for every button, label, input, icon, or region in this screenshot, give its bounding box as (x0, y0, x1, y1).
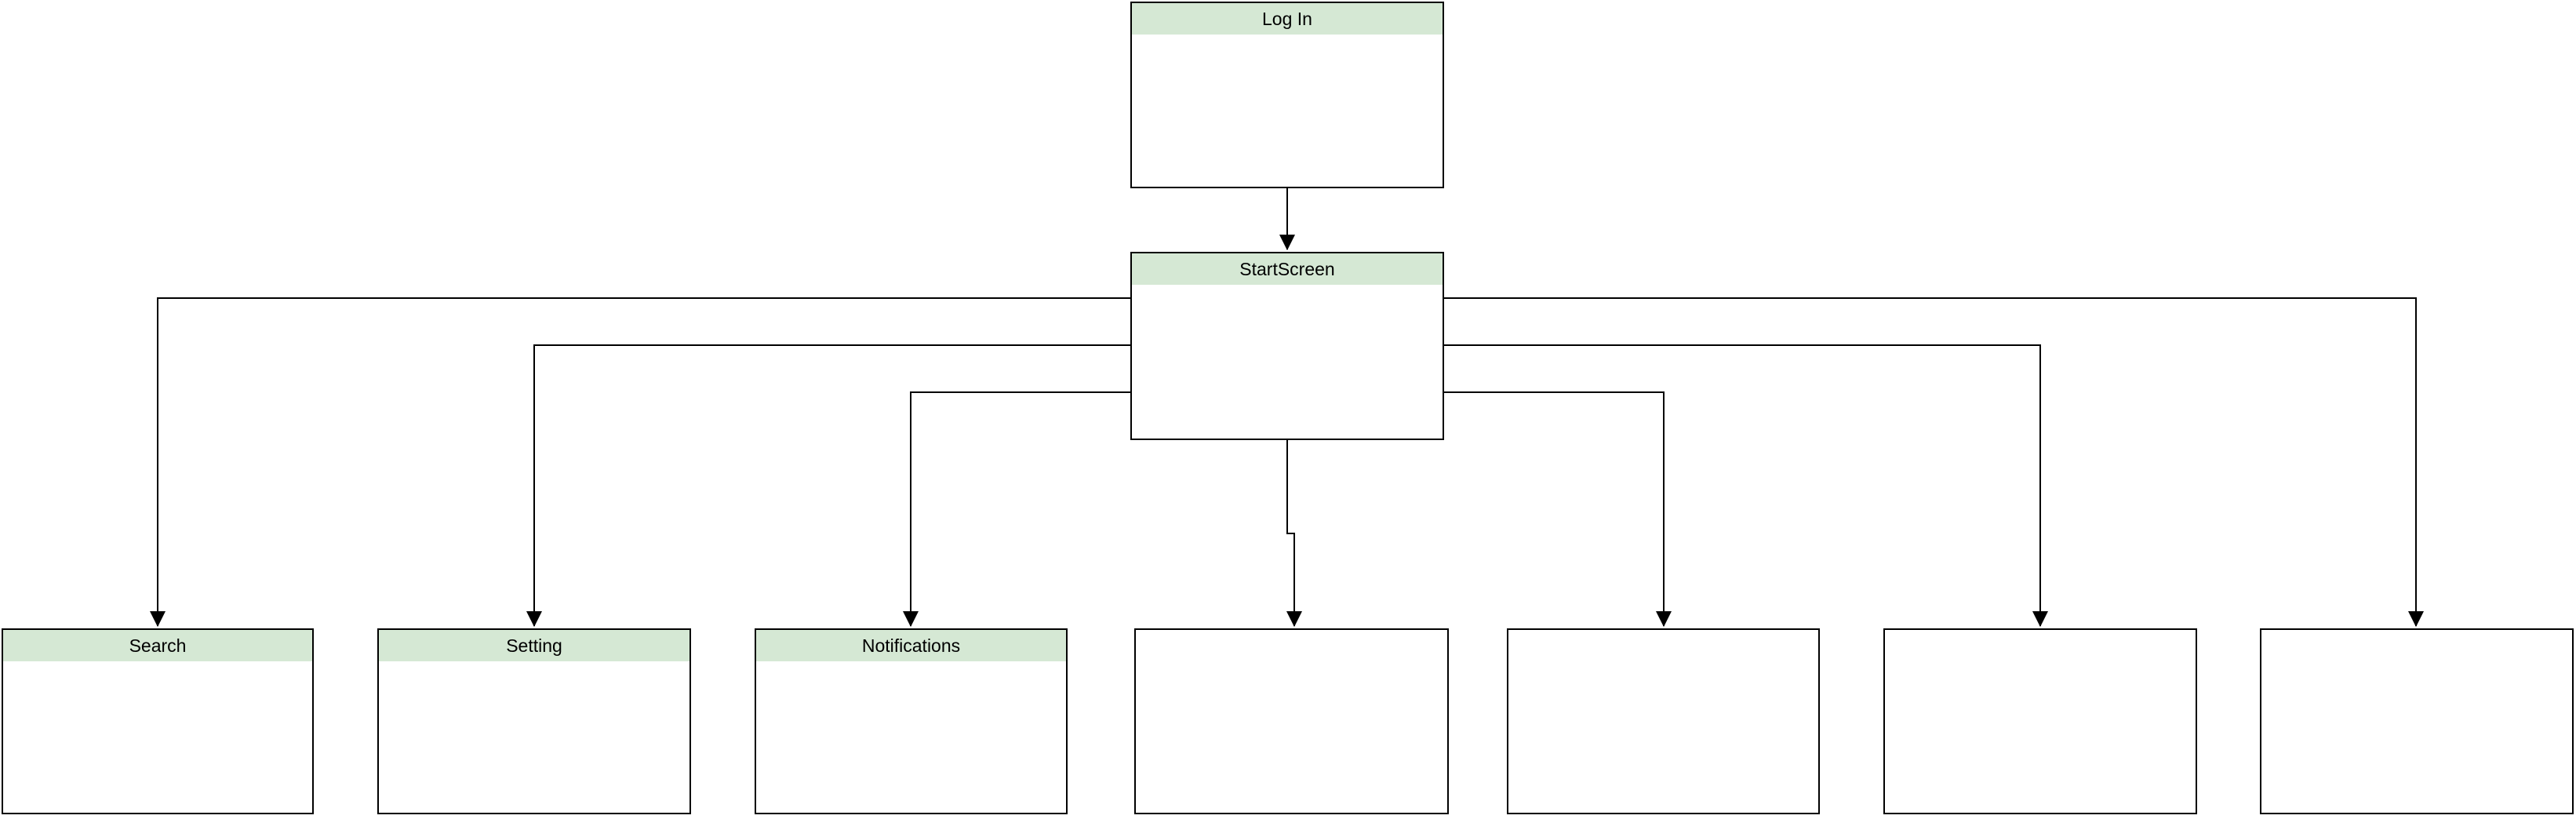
node-search-label: Search (129, 635, 187, 656)
node-screen-4[interactable] (1134, 628, 1449, 814)
node-search-header: Search (3, 630, 312, 661)
edge-start-screen-to-notifications (903, 391, 1130, 628)
node-login[interactable]: Log In (1130, 2, 1444, 188)
node-notifications-header: Notifications (756, 630, 1066, 661)
edge-start-screen-to-screen-5 (1444, 391, 1672, 628)
edge-start-screen-to-search (150, 297, 1130, 628)
node-screen-7[interactable] (2260, 628, 2574, 814)
node-search[interactable]: Search (2, 628, 314, 814)
node-start-screen[interactable]: StartScreen (1130, 252, 1444, 440)
edge-start-screen-to-screen-4 (1286, 440, 1302, 628)
node-screen-5[interactable] (1507, 628, 1820, 814)
node-login-header: Log In (1132, 3, 1443, 35)
edge-start-screen-to-screen-6 (1444, 344, 2048, 628)
node-notifications[interactable]: Notifications (755, 628, 1068, 814)
edge-start-screen-to-setting (526, 344, 1130, 628)
node-setting-label: Setting (506, 635, 562, 656)
node-screen-6[interactable] (1883, 628, 2197, 814)
node-notifications-label: Notifications (861, 635, 961, 656)
edge-start-screen-to-screen-7 (1444, 297, 2424, 628)
node-start-screen-header: StartScreen (1132, 253, 1443, 285)
node-start-screen-label: StartScreen (1239, 259, 1335, 279)
node-login-label: Log In (1262, 9, 1312, 29)
node-setting-header: Setting (379, 630, 689, 661)
node-setting[interactable]: Setting (377, 628, 691, 814)
